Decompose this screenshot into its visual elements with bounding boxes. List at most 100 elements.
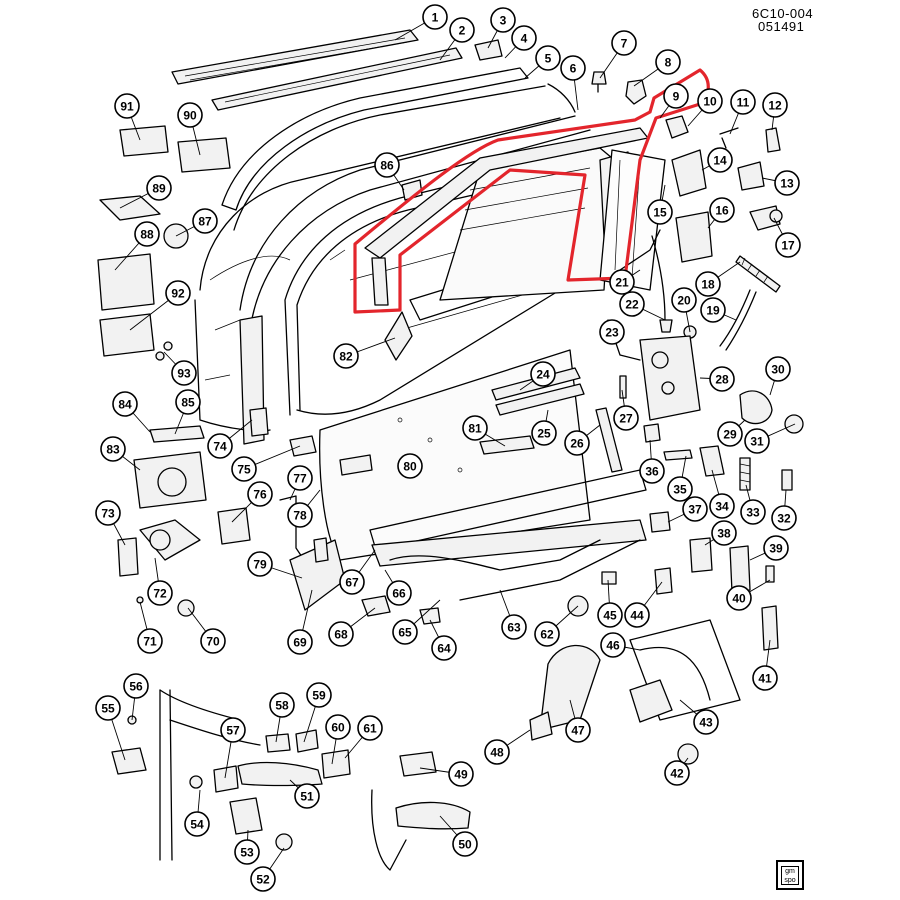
callout-circle xyxy=(726,585,752,611)
callout-54: 54 xyxy=(184,811,210,837)
callout-91: 91 xyxy=(114,93,140,119)
callout-circle xyxy=(100,436,126,462)
callout-circle xyxy=(294,783,320,809)
callout-25: 25 xyxy=(531,420,557,446)
callout-circle xyxy=(287,629,313,655)
callout-16: 16 xyxy=(709,197,735,223)
callout-circle xyxy=(177,102,203,128)
callout-circle xyxy=(711,520,737,546)
callout-circle xyxy=(560,55,586,81)
logo-text-bottom: spo xyxy=(784,877,796,884)
left-side-parts xyxy=(97,125,413,617)
callout-89: 89 xyxy=(146,175,172,201)
callout-number: 36 xyxy=(645,465,659,479)
callout-74: 74 xyxy=(207,433,233,459)
callout-number: 16 xyxy=(715,204,729,218)
callout-75: 75 xyxy=(231,456,257,482)
callout-circle xyxy=(114,93,140,119)
callout-41: 41 xyxy=(752,665,778,691)
callout-number: 63 xyxy=(507,621,521,635)
callout-circle xyxy=(448,761,474,787)
callout-35: 35 xyxy=(667,476,693,502)
callout-20: 20 xyxy=(671,287,697,313)
callout-80: 80 xyxy=(397,453,423,479)
callout-number: 51 xyxy=(300,790,314,804)
callout-circle xyxy=(647,199,673,225)
callout-number: 65 xyxy=(398,626,412,640)
callout-66: 66 xyxy=(386,580,412,606)
callout-circle xyxy=(639,458,665,484)
callout-15: 15 xyxy=(647,199,673,225)
callout-circle xyxy=(123,673,149,699)
callout-38: 38 xyxy=(711,520,737,546)
drawing-number: 6C10-004 xyxy=(752,6,814,21)
callout-18: 18 xyxy=(695,271,721,297)
callout-26: 26 xyxy=(564,430,590,456)
callout-83: 83 xyxy=(100,436,126,462)
callout-circle xyxy=(700,297,726,323)
highlight-outlines xyxy=(353,68,710,314)
callout-circle xyxy=(171,360,197,386)
callout-78: 78 xyxy=(287,502,313,528)
callout-number: 93 xyxy=(177,367,191,381)
callout-number: 77 xyxy=(293,472,307,486)
callout-circle xyxy=(287,502,313,528)
callout-49: 49 xyxy=(448,761,474,787)
callout-number: 17 xyxy=(781,239,795,253)
callout-13: 13 xyxy=(774,170,800,196)
callout-9: 9 xyxy=(663,83,689,109)
callout-84: 84 xyxy=(112,391,138,417)
callout-circle xyxy=(717,421,743,447)
callout-85: 85 xyxy=(175,389,201,415)
callout-65: 65 xyxy=(392,619,418,645)
callout-circle xyxy=(535,45,561,71)
callout-59: 59 xyxy=(306,682,332,708)
callout-circle xyxy=(775,232,801,258)
callout-number: 14 xyxy=(713,154,727,168)
callout-50: 50 xyxy=(452,831,478,857)
callout-56: 56 xyxy=(123,673,149,699)
latch-assembly xyxy=(595,319,804,533)
callout-circle xyxy=(392,619,418,645)
callout-circle xyxy=(744,428,770,454)
callout-circle xyxy=(220,717,246,743)
upper-right-parts xyxy=(591,71,783,351)
callout-34: 34 xyxy=(709,493,735,519)
callout-number: 42 xyxy=(670,767,684,781)
callout-number: 78 xyxy=(293,509,307,523)
callout-number: 19 xyxy=(706,304,720,318)
callout-circle xyxy=(306,682,332,708)
callout-number: 71 xyxy=(143,635,157,649)
callout-number: 41 xyxy=(758,672,772,686)
callout-3: 3 xyxy=(490,7,516,33)
callout-number: 43 xyxy=(699,716,713,730)
callout-28: 28 xyxy=(709,366,735,392)
callout-21: 21 xyxy=(609,269,635,295)
callout-number: 22 xyxy=(625,298,639,312)
callout-number: 47 xyxy=(571,724,585,738)
callout-45: 45 xyxy=(597,602,623,628)
callout-circle xyxy=(287,465,313,491)
callout-circle xyxy=(137,628,163,654)
callout-number: 44 xyxy=(630,609,644,623)
callout-30: 30 xyxy=(765,356,791,382)
callout-circle xyxy=(357,715,383,741)
callout-24: 24 xyxy=(530,361,556,387)
callout-29: 29 xyxy=(717,421,743,447)
callout-10: 10 xyxy=(697,88,723,114)
callout-number: 73 xyxy=(101,507,115,521)
callout-number: 90 xyxy=(183,109,197,123)
callout-circle xyxy=(146,175,172,201)
callout-circle xyxy=(530,361,556,387)
callout-number: 29 xyxy=(723,428,737,442)
callout-number: 13 xyxy=(780,177,794,191)
callout-number: 54 xyxy=(190,818,204,832)
callout-number: 9 xyxy=(673,90,680,104)
callout-circle xyxy=(431,635,457,661)
callout-circle xyxy=(234,839,260,865)
callout-number: 85 xyxy=(181,396,195,410)
callout-circle xyxy=(693,709,719,735)
callout-number: 49 xyxy=(454,768,468,782)
